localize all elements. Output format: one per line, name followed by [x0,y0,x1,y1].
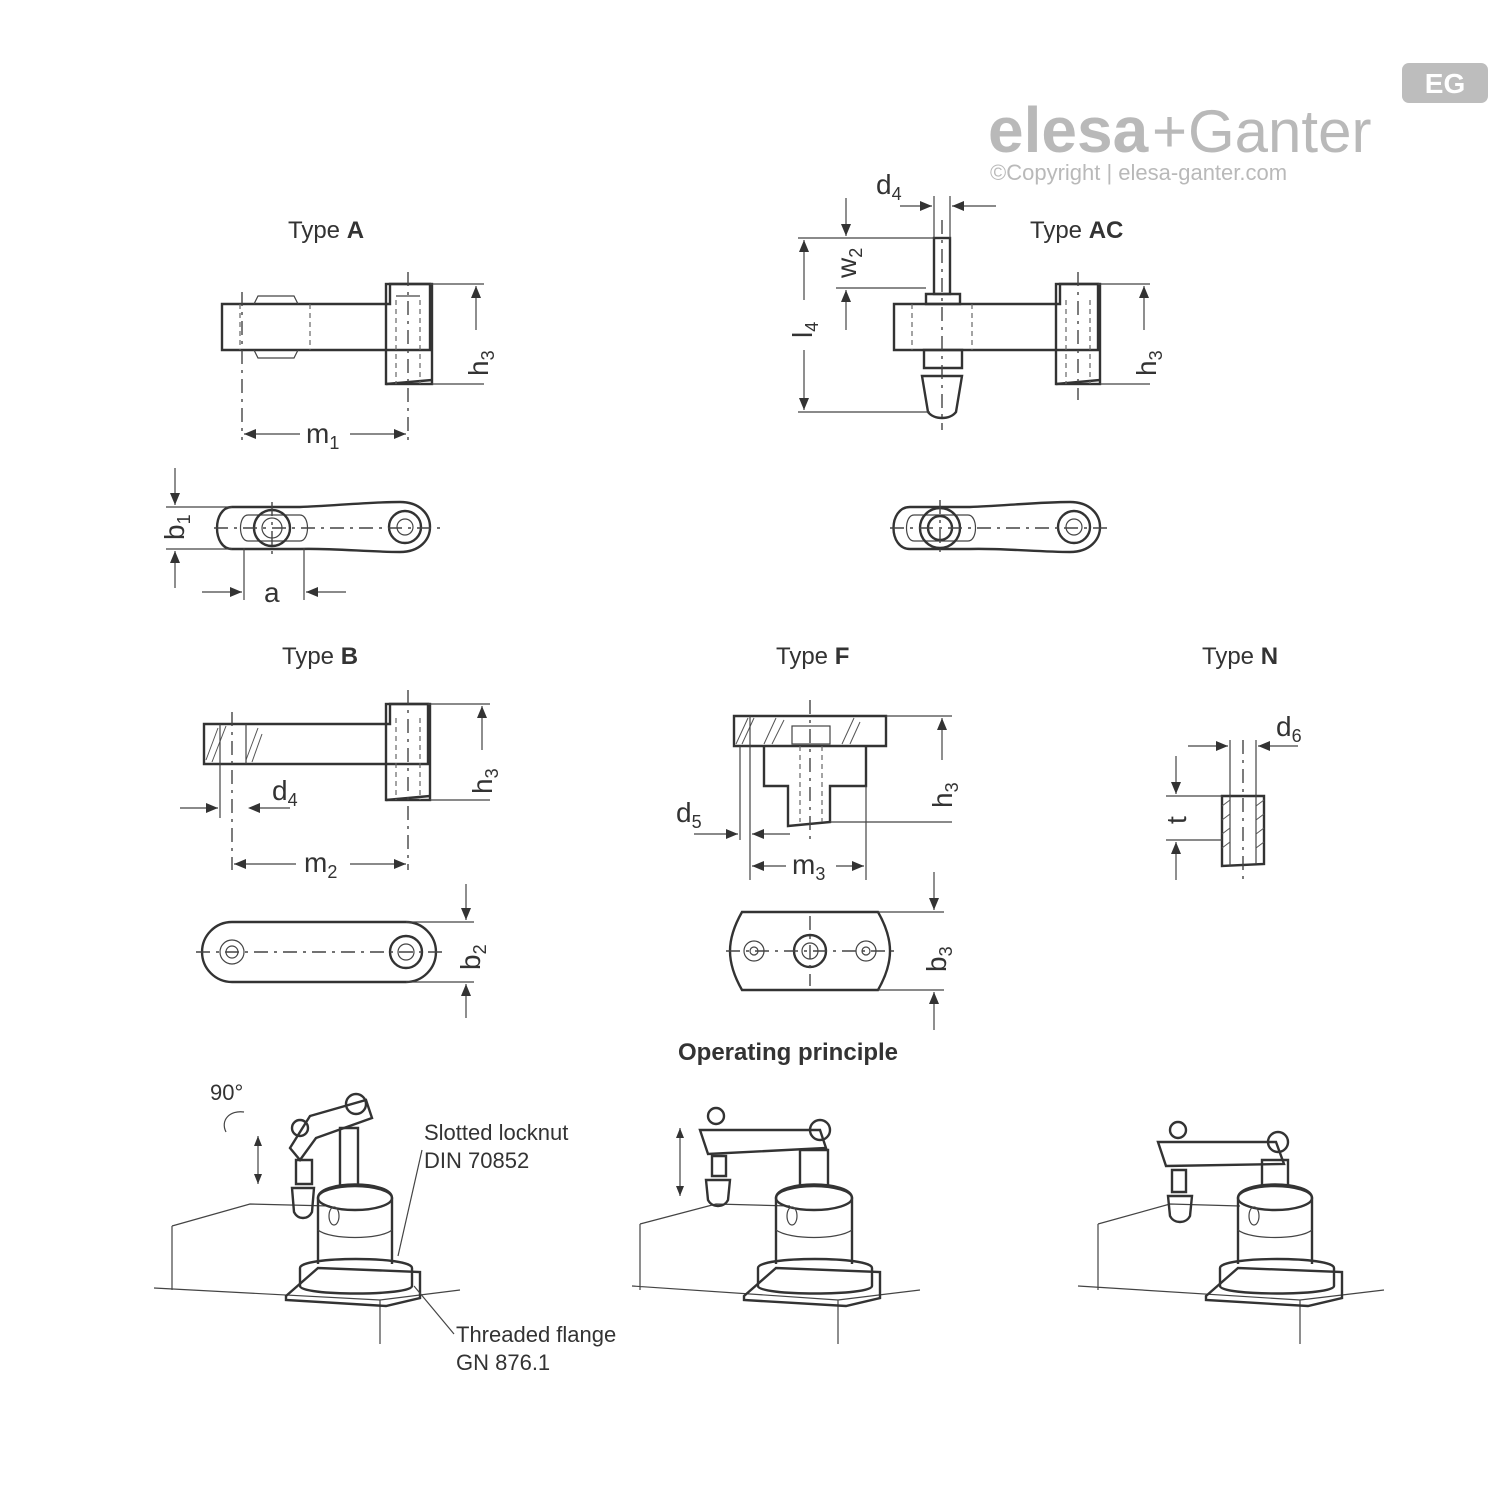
type-a-boss [384,282,434,386]
badge-background [1402,63,1488,103]
logo-ganter: Ganter [1188,98,1371,165]
operating-title: Operating principle [678,1039,898,1066]
locknut-label-line2: DIN 70852 [424,1148,529,1173]
type-ac-label: Type AC [1030,217,1123,244]
operating-figure-1: 90° Slotted locknut DIN 70852 Threaded f… [153,1080,616,1375]
logo-plus: + [1152,98,1187,165]
dim-t: t [1161,816,1192,824]
dim-h3-b: h3 [467,768,502,794]
dim-h3-ac: h3 [1131,350,1166,376]
type-n-label: Type N [1202,643,1278,670]
dim-d6: d6 [1276,711,1302,746]
dim-m3: m3 [792,849,825,884]
logo-badge: EG [1425,68,1465,99]
operating-figure-2 [631,1106,921,1344]
brand-logo: EG elesa + Ganter ©Copyright | elesa-gan… [988,63,1488,185]
type-n-group: Type N d6 t [1161,643,1302,880]
operating-figure-3 [1077,1120,1385,1344]
dim-d4-ac: d4 [876,169,902,204]
type-a-label: Type A [288,217,364,244]
dim-h3-a: h3 [463,350,498,376]
flange-label-line2: GN 876.1 [456,1350,550,1375]
type-a-group: Type A m1 h3 [159,217,498,608]
logo-elesa: elesa [988,94,1149,166]
dim-w2: w2 [831,248,866,279]
dim-d4-b: d4 [272,775,298,810]
op-angle-label: 90° [210,1080,243,1105]
copyright-text: ©Copyright | elesa-ganter.com [990,160,1287,185]
dim-l4: l4 [787,322,822,338]
type-f-label: Type F [776,643,849,670]
dim-d5: d5 [676,797,702,832]
dim-h3-f: h3 [927,782,962,808]
flange-label-line1: Threaded flange [456,1322,616,1347]
type-f-group: Type F d5 m3 h3 [676,643,962,1030]
locknut-label-line1: Slotted locknut [424,1120,568,1145]
dim-m2: m2 [304,847,337,882]
dim-b1: b1 [159,514,194,540]
dim-m1: m1 [306,418,339,453]
dim-b3: b3 [921,946,956,972]
type-ac-group: Type AC d4 w2 l4 [787,169,1166,556]
type-b-group: Type B d4 m2 h3 [180,643,502,1018]
dim-a: a [264,577,280,608]
dim-b2: b2 [455,944,490,970]
type-b-label: Type B [282,643,358,670]
